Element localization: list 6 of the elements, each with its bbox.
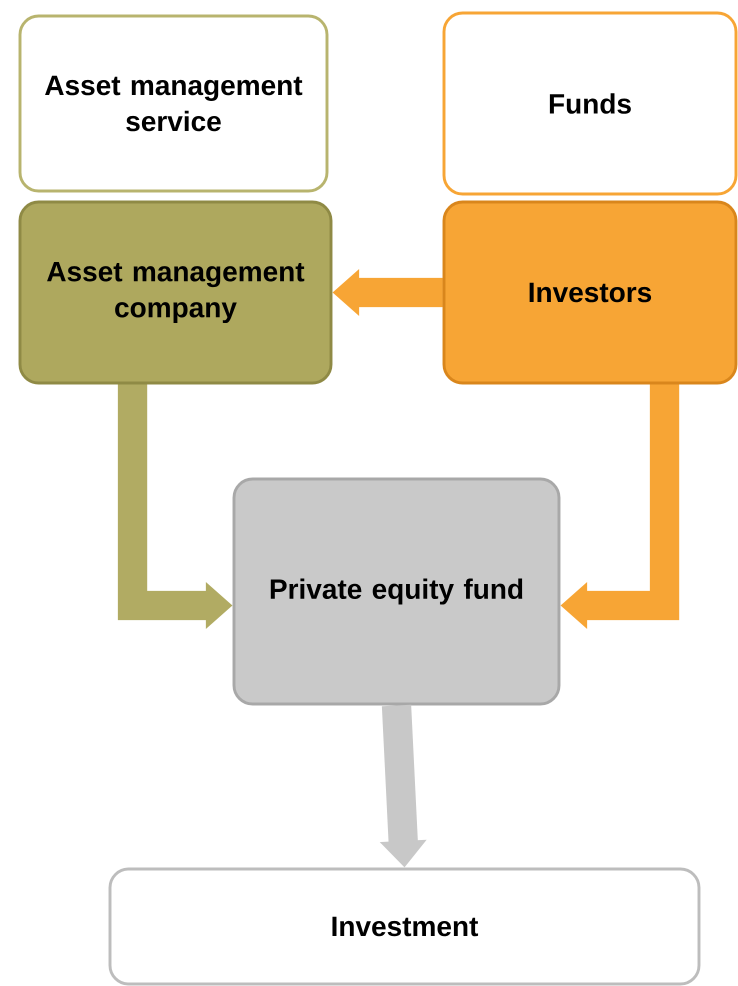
box: Asset management company	[18, 200, 332, 384]
box: Private equity fund	[232, 478, 560, 706]
box: Investors	[442, 200, 738, 384]
box: Asset management service	[18, 14, 328, 192]
box: Funds	[442, 12, 738, 196]
box: Investment	[108, 868, 700, 986]
